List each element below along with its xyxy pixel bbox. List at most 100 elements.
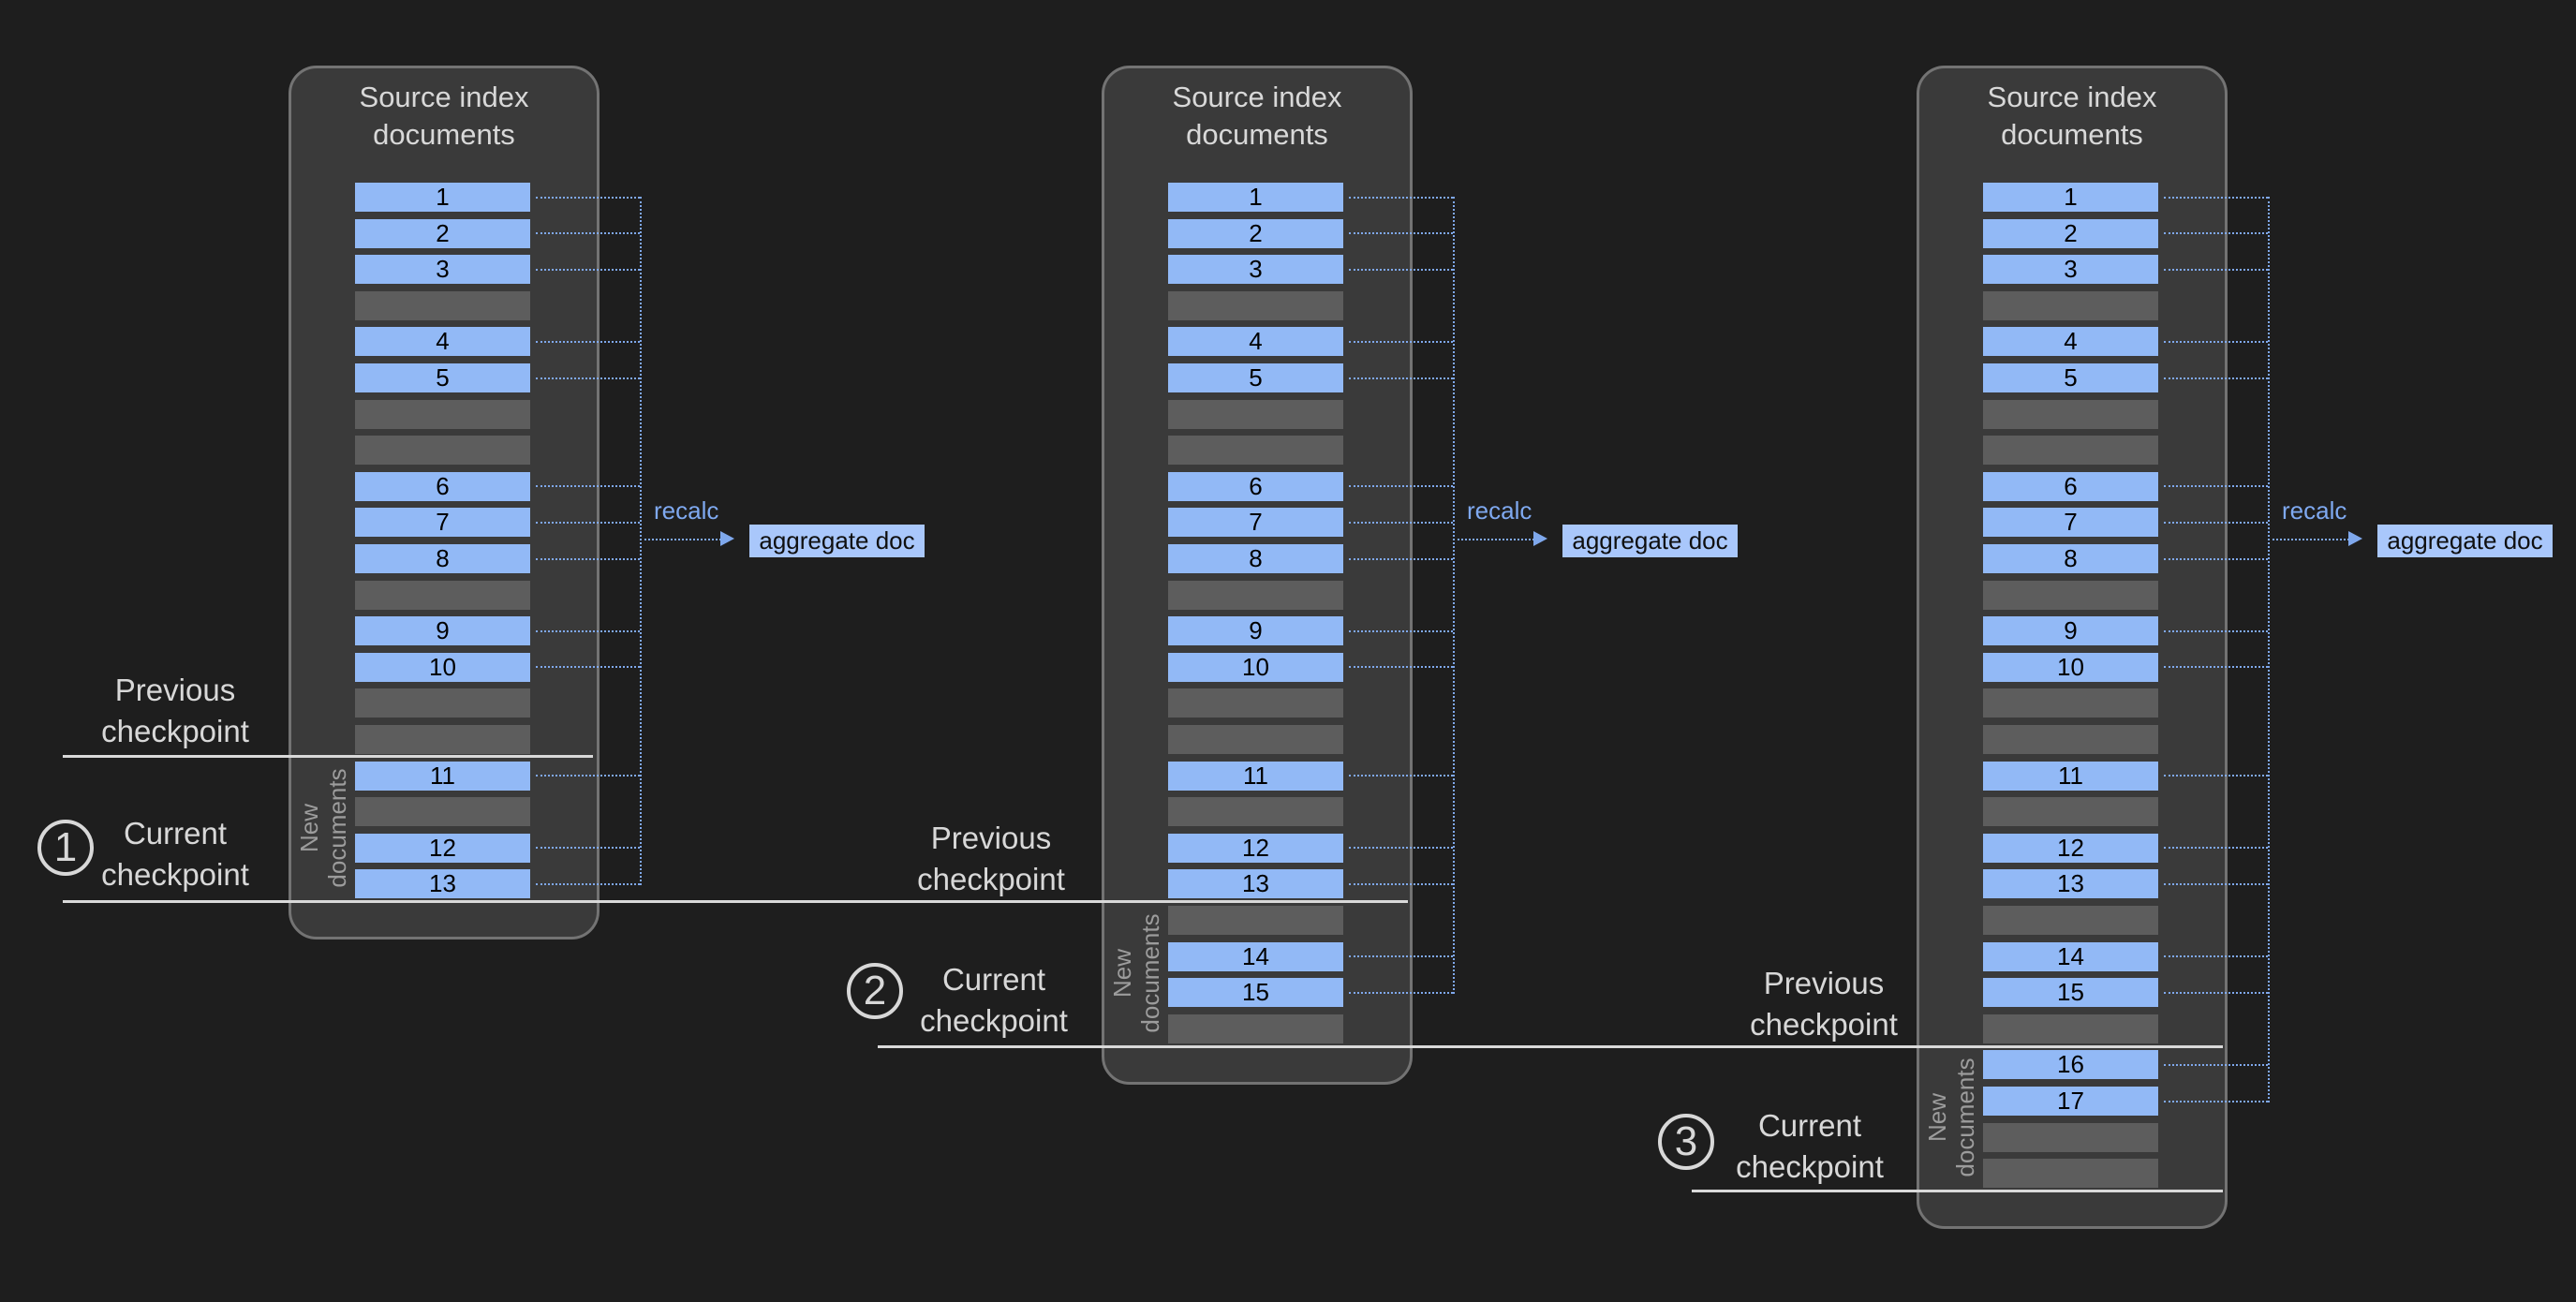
- recalc-label: recalc: [654, 496, 719, 525]
- connector-line: [536, 558, 640, 560]
- empty-row: [1168, 400, 1343, 429]
- empty-row: [1983, 1123, 2158, 1152]
- connector-line: [1349, 485, 1453, 487]
- document-row: 15: [1168, 978, 1343, 1007]
- document-row: 10: [355, 653, 530, 682]
- empty-row: [355, 725, 530, 754]
- document-row: 1: [1168, 183, 1343, 212]
- connector-line: [2164, 955, 2268, 957]
- connector-line: [536, 377, 640, 379]
- connector-line: [2164, 197, 2268, 199]
- empty-row: [1168, 291, 1343, 320]
- new-documents-label: New documents: [1923, 1058, 1979, 1177]
- connector-bracket: [1453, 197, 1455, 994]
- empty-row: [1168, 1014, 1343, 1043]
- document-row: 5: [1983, 363, 2158, 392]
- connector-line: [2164, 485, 2268, 487]
- empty-row: [1983, 797, 2158, 826]
- document-row: 11: [355, 762, 530, 791]
- new-documents-label: New documents: [1108, 913, 1164, 1033]
- empty-row: [355, 688, 530, 718]
- document-row: 1: [355, 183, 530, 212]
- connector-line: [2164, 775, 2268, 777]
- current-checkpoint-label: Current checkpoint: [920, 962, 1068, 1038]
- connector-line: [2164, 232, 2268, 234]
- current-checkpoint-label: Current checkpoint: [101, 816, 249, 892]
- connector-line: [2164, 847, 2268, 849]
- connector-line: [1349, 992, 1453, 994]
- document-row: 11: [1168, 762, 1343, 791]
- document-row: 9: [355, 616, 530, 645]
- connector-line: [536, 197, 640, 199]
- document-row: 2: [355, 219, 530, 248]
- panel-title: Source index documents: [1987, 81, 2157, 151]
- document-row: 2: [1168, 219, 1343, 248]
- aggregate-doc-box: aggregate doc: [2377, 525, 2553, 557]
- recalc-arrow: [640, 539, 721, 540]
- document-row: 7: [1168, 508, 1343, 537]
- checkpoint-line: [1692, 1190, 2223, 1192]
- recalc-arrow: [2268, 539, 2349, 540]
- document-row: 1: [1983, 183, 2158, 212]
- empty-row: [355, 291, 530, 320]
- document-row: 8: [1168, 544, 1343, 573]
- empty-row: [1983, 906, 2158, 935]
- connector-line: [2164, 377, 2268, 379]
- recalc-arrow: [1453, 539, 1534, 540]
- document-row: 11: [1983, 762, 2158, 791]
- connector-line: [1349, 883, 1453, 885]
- connector-line: [1349, 197, 1453, 199]
- connector-line: [2164, 1064, 2268, 1066]
- previous-checkpoint-label: Previous checkpoint: [1750, 966, 1898, 1042]
- document-row: 4: [355, 327, 530, 356]
- checkpoint-number-badge: 3: [1658, 1114, 1714, 1170]
- connector-bracket: [2268, 197, 2270, 1102]
- connector-line: [2164, 630, 2268, 632]
- checkpoint-line: [63, 755, 593, 758]
- empty-row: [1983, 581, 2158, 610]
- document-row: 14: [1983, 942, 2158, 971]
- recalc-label: recalc: [2282, 496, 2347, 525]
- aggregate-doc-box: aggregate doc: [1562, 525, 1738, 557]
- document-row: 10: [1983, 653, 2158, 682]
- checkpoint-line: [63, 900, 1408, 903]
- recalc-label: recalc: [1467, 496, 1532, 525]
- empty-row: [355, 400, 530, 429]
- document-row: 12: [1168, 834, 1343, 863]
- connector-line: [2164, 1101, 2268, 1102]
- connector-line: [1349, 666, 1453, 668]
- document-row: 9: [1168, 616, 1343, 645]
- connector-line: [1349, 955, 1453, 957]
- connector-line: [536, 847, 640, 849]
- connector-line: [2164, 269, 2268, 271]
- document-row: 13: [1168, 869, 1343, 898]
- connector-line: [536, 232, 640, 234]
- connector-line: [2164, 341, 2268, 343]
- empty-row: [355, 436, 530, 465]
- empty-row: [1983, 436, 2158, 465]
- new-documents-label: New documents: [295, 768, 351, 888]
- empty-row: [1168, 906, 1343, 935]
- document-row: 6: [1168, 472, 1343, 501]
- connector-line: [2164, 558, 2268, 560]
- connector-line: [1349, 341, 1453, 343]
- document-row: 13: [355, 869, 530, 898]
- checkpoint-line: [878, 1045, 2223, 1048]
- document-row: 12: [355, 834, 530, 863]
- previous-checkpoint-label: Previous checkpoint: [101, 673, 249, 748]
- connector-line: [536, 485, 640, 487]
- connector-line: [536, 630, 640, 632]
- document-row: 9: [1983, 616, 2158, 645]
- checkpoint-number-badge: 2: [847, 963, 903, 1019]
- document-row: 5: [1168, 363, 1343, 392]
- document-row: 3: [1168, 255, 1343, 284]
- empty-row: [1983, 291, 2158, 320]
- empty-row: [1983, 1159, 2158, 1188]
- connector-line: [2164, 992, 2268, 994]
- connector-line: [1349, 558, 1453, 560]
- previous-checkpoint-label: Previous checkpoint: [917, 821, 1065, 896]
- connector-bracket: [640, 197, 642, 885]
- arrow-head-icon: [720, 531, 734, 546]
- connector-line: [2164, 522, 2268, 524]
